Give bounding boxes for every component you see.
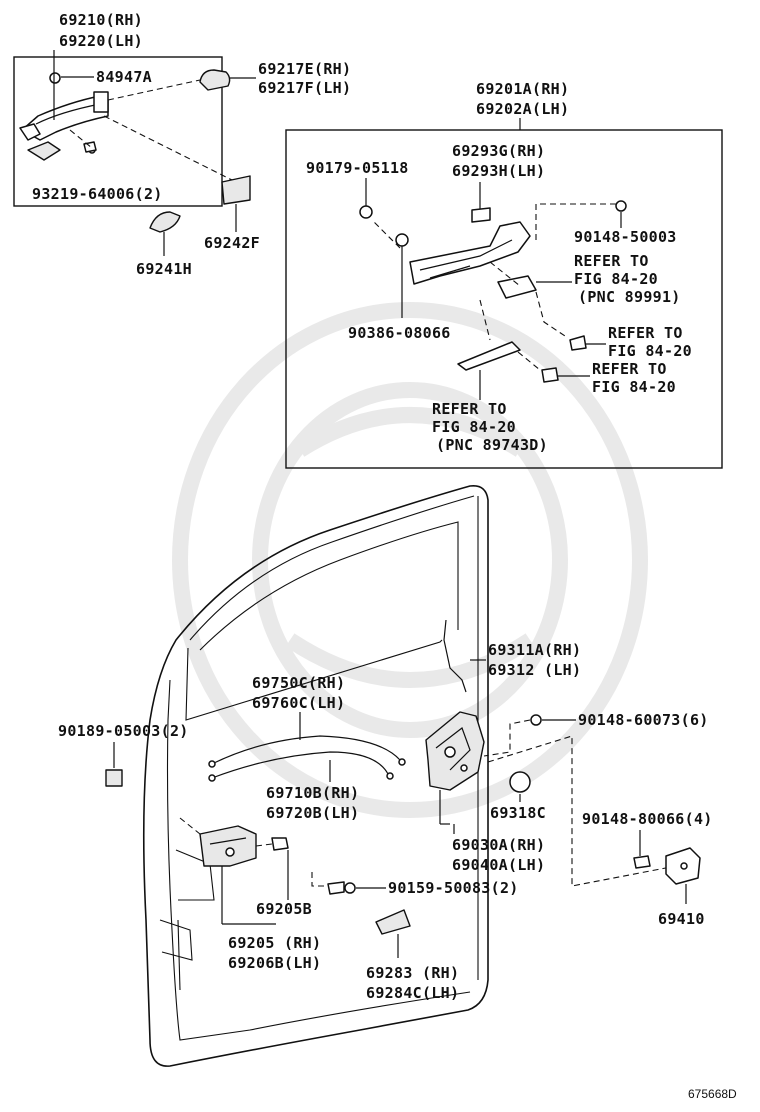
label-93219: 93219-64006(2)	[32, 185, 163, 203]
label-90159: 90159-50083(2)	[388, 879, 519, 897]
pad-69241h	[149, 211, 181, 233]
frame-rh-label: 69201A(RH)	[476, 80, 569, 98]
clip-90189	[105, 769, 123, 787]
lock-lh-label: 69040A(LH)	[452, 856, 545, 874]
ref4-line1: REFER TO	[432, 400, 507, 418]
ref3-line2: FIG 84-20	[592, 378, 676, 396]
pad-lh-label: 69284C(LH)	[366, 984, 459, 1002]
watermark-logo	[172, 302, 648, 818]
frame-group-box	[285, 129, 723, 469]
rod-lh-label: 69312 (LH)	[488, 661, 581, 679]
screw-90159	[327, 881, 356, 895]
label-69242f: 69242F	[204, 234, 260, 252]
ref1-line3: (PNC 89991)	[578, 288, 681, 306]
handle-lh-label: 69220(LH)	[59, 32, 143, 50]
door-outline	[142, 484, 489, 1067]
label-90148-80066: 90148-80066(4)	[582, 810, 713, 828]
rod-rh-label: 69311A(RH)	[488, 641, 581, 659]
sub-lh-label: 69293H(LH)	[452, 162, 545, 180]
lock-rh-label: 69030A(RH)	[452, 836, 545, 854]
pad-69283	[375, 909, 411, 935]
frame-lh-label: 69202A(LH)	[476, 100, 569, 118]
ref3-line1: REFER TO	[592, 360, 667, 378]
door-lock-assembly	[425, 711, 485, 791]
ref4-line3: (PNC 89743D)	[436, 436, 548, 454]
ref4-line2: FIG 84-20	[432, 418, 516, 436]
label-90148-60073: 90148-60073(6)	[578, 711, 709, 729]
sub-rh-label: 69293G(RH)	[452, 142, 545, 160]
inner-rh-label: 69205 (RH)	[228, 934, 321, 952]
cable2-rh-label: 69710B(RH)	[266, 784, 359, 802]
rod-69311a	[443, 619, 467, 693]
label-90148-50003: 90148-50003	[574, 228, 677, 246]
label-69205b: 69205B	[256, 900, 312, 918]
ref1-line1: REFER TO	[574, 252, 649, 270]
inside-handle	[199, 825, 289, 867]
ref2-line1: REFER TO	[608, 324, 683, 342]
figure-id: 675668D	[688, 1087, 737, 1101]
striker-69410	[633, 847, 701, 885]
cable-assembly	[208, 735, 406, 782]
ref2-line2: FIG 84-20	[608, 342, 692, 360]
handle-cover	[199, 69, 231, 91]
label-90189: 90189-05003(2)	[58, 722, 189, 740]
outer-handle-group-box	[13, 56, 223, 207]
label-90179: 90179-05118	[306, 159, 409, 177]
label-69318c: 69318C	[490, 804, 546, 822]
cable1-rh-label: 69750C(RH)	[252, 674, 345, 692]
ref1-line2: FIG 84-20	[574, 270, 658, 288]
label-90386: 90386-08066	[348, 324, 451, 342]
handle-rh-label: 69210(RH)	[59, 11, 143, 29]
plug-69318c	[509, 771, 531, 793]
pad-rh-label: 69283 (RH)	[366, 964, 459, 982]
cover-lh-label: 69217F(LH)	[258, 79, 351, 97]
inner-lh-label: 69206B(LH)	[228, 954, 321, 972]
cover-rh-label: 69217E(RH)	[258, 60, 351, 78]
door-handle-frame	[359, 200, 627, 383]
label-69241h: 69241H	[136, 260, 192, 278]
cable1-lh-label: 69760C(LH)	[252, 694, 345, 712]
pad-69242f	[221, 175, 251, 205]
label-84947a: 84947A	[96, 68, 152, 86]
screw-90148-60073	[530, 714, 542, 726]
label-69410: 69410	[658, 910, 705, 928]
outer-handle-assembly	[19, 72, 109, 161]
cable2-lh-label: 69720B(LH)	[266, 804, 359, 822]
